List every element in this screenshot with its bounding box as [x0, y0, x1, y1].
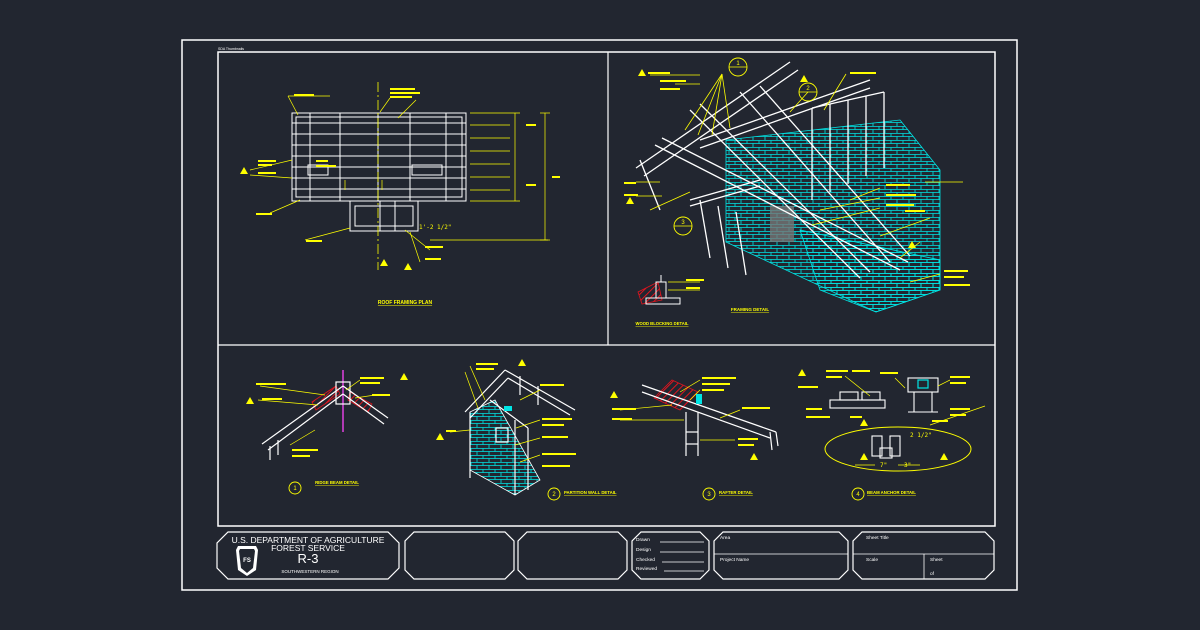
- rafter-callout: [702, 487, 716, 501]
- scale-label: Scale: [866, 557, 878, 563]
- beam-anchor-enlarged-area: [824, 426, 972, 472]
- forest-service-logo: FS: [236, 546, 258, 576]
- signoff-design: Design: [636, 547, 651, 553]
- svg-text:4: 4: [856, 492, 860, 498]
- corner-label: SDA Thumbnails: [218, 47, 244, 51]
- title-block: FS U.S. DEPARTMENT OF AGRICULTURE FOREST…: [216, 531, 995, 580]
- beam-anchor-title: BEAM ANCHOR DETAIL: [867, 490, 916, 495]
- agency-block: [216, 531, 400, 580]
- sheet-of-label: of: [930, 571, 935, 577]
- svg-text:3: 3: [707, 492, 711, 498]
- partition-callout: [547, 487, 561, 501]
- roof-plan-title: ROOF FRAMING PLAN: [378, 300, 433, 306]
- wood-blocking-detail: WOOD BLOCKING DETAIL: [636, 275, 704, 326]
- beam-anchor-detail: 2 1/2" 7" 3" 4 BEAM ANCHOR DETAIL: [798, 369, 986, 501]
- framing-callout-3: 3: [673, 216, 693, 236]
- roof-plan-dimension: 1'-2 1/2": [419, 224, 452, 231]
- ridge-beam-detail: 1 RIDGE BEAM DETAIL: [246, 370, 408, 495]
- svg-text:2: 2: [552, 492, 556, 498]
- ridge-callout: [288, 481, 302, 495]
- rafter-detail: 3 RAFTER DETAIL: [610, 377, 779, 501]
- region-code: R-3: [298, 551, 319, 566]
- area-label: Area: [720, 535, 730, 541]
- framing-detail: 1 2 3 FRAMING DETAIL WOOD BLOCKING DETAI…: [624, 57, 970, 326]
- revision-block-1: [404, 531, 515, 580]
- ridge-beam-title: RIDGE BEAM DETAIL: [315, 480, 359, 485]
- beam-anchor-dim-1: 2 1/2": [910, 432, 932, 439]
- sheet-number-label: Sheet: [930, 557, 943, 563]
- sheet-title-label: Sheet Title: [866, 535, 889, 541]
- svg-text:FS: FS: [243, 558, 251, 564]
- project-name-label: Project Name: [720, 557, 749, 563]
- signoff-block: [631, 531, 710, 580]
- wood-blocking: [770, 206, 794, 242]
- revision-block-2: [517, 531, 628, 580]
- beam-anchor-dim-2: 7": [880, 462, 887, 469]
- signoff-reviewed: Reviewed: [636, 566, 657, 572]
- sheet-title-block: [852, 531, 995, 580]
- agency-line-2: FOREST SERVICE: [271, 543, 345, 553]
- rafter-detail-title: RAFTER DETAIL: [719, 490, 753, 495]
- signoff-drawn: Drawn: [636, 537, 650, 543]
- framing-callout-1: 1: [728, 57, 748, 77]
- svg-text:1: 1: [736, 61, 740, 67]
- svg-text:2: 2: [806, 86, 810, 92]
- project-block: [713, 531, 849, 580]
- agency-line-1: U.S. DEPARTMENT OF AGRICULTURE: [232, 535, 385, 545]
- svg-text:3: 3: [681, 220, 685, 226]
- roof-framing-plan: 1'-2 1/2" ROOF FRAMING PLAN: [240, 82, 560, 306]
- partition-wall-detail: 2 PARTITION WALL DETAIL: [436, 359, 617, 501]
- signoff-checked: Checked: [636, 557, 655, 563]
- wood-blocking-title: WOOD BLOCKING DETAIL: [636, 321, 689, 326]
- sheet-outer-border: [181, 39, 1018, 591]
- svg-text:1: 1: [293, 486, 297, 492]
- region-name: SOUTHWESTERN REGION: [281, 569, 338, 574]
- beam-anchor-callout: [851, 487, 865, 501]
- beam-anchor-dim-3: 3": [904, 462, 911, 469]
- framing-callout-2: 2: [798, 82, 818, 102]
- framing-detail-title: FRAMING DETAIL: [731, 307, 769, 312]
- drawing-area-border: [217, 51, 996, 527]
- partition-wall-title: PARTITION WALL DETAIL: [564, 490, 617, 495]
